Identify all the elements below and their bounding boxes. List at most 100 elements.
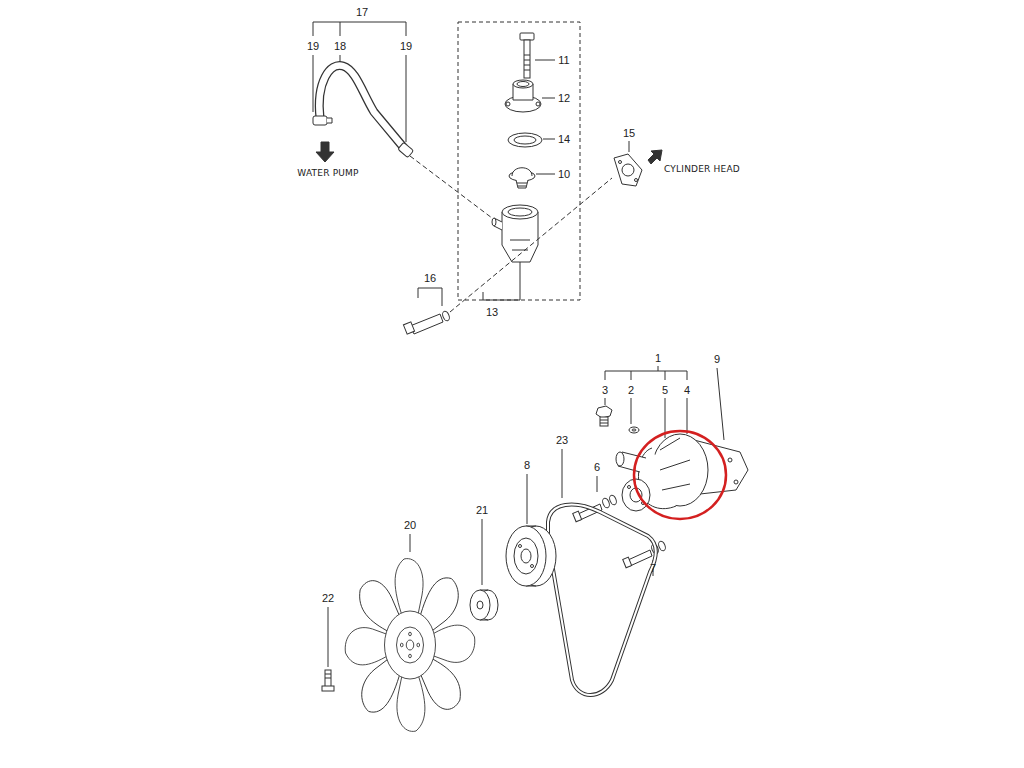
thermostat-housing	[492, 205, 538, 262]
thermostat-housing	[492, 218, 496, 226]
washer	[632, 429, 636, 431]
bolt	[623, 540, 667, 568]
cooling-fan	[395, 559, 423, 617]
leader-line	[313, 55, 629, 306]
thermostat-cover	[506, 102, 510, 106]
cooling-fan	[345, 628, 389, 665]
pulley	[531, 565, 534, 568]
callout-number: 19	[399, 40, 413, 53]
bolt	[325, 670, 331, 688]
thermostat-cover	[536, 102, 540, 106]
dashed-group-box	[458, 22, 580, 300]
gasket	[614, 154, 642, 186]
drawing-part	[313, 22, 748, 731]
callout-number: 5	[661, 384, 669, 397]
hose	[319, 65, 404, 148]
bolt	[524, 40, 530, 78]
washer	[629, 427, 639, 433]
bolt	[623, 557, 632, 568]
bolt	[573, 511, 582, 522]
thermostat	[512, 168, 532, 176]
callout-number: 15	[622, 127, 636, 140]
bolt	[403, 310, 450, 334]
callout-number: 2	[627, 384, 635, 397]
bolt	[322, 686, 334, 691]
v-belt	[548, 505, 656, 695]
callout-number: 11	[557, 54, 570, 67]
fan-spacer	[470, 590, 490, 620]
group-bracket	[605, 366, 687, 380]
leader-line	[328, 449, 653, 667]
gasket	[622, 164, 634, 176]
pulley	[521, 549, 531, 563]
pulley	[519, 545, 522, 548]
sensor	[596, 406, 612, 418]
group-bracket	[313, 22, 406, 36]
hose	[319, 65, 404, 148]
direction-caption: WATER PUMP	[296, 168, 359, 179]
thermostat-housing	[508, 208, 532, 216]
thermostat	[516, 180, 528, 188]
bolt	[608, 494, 617, 506]
group-bracket	[605, 366, 687, 380]
thermostat-cover	[505, 80, 541, 112]
gasket	[635, 179, 638, 182]
callout-number: 4	[683, 384, 691, 397]
gasket	[728, 458, 732, 462]
thermostat	[509, 168, 535, 188]
callout-number: 6	[593, 461, 601, 474]
bolt	[520, 33, 534, 40]
hose	[319, 65, 404, 148]
assembly-line	[410, 156, 492, 218]
bolt	[441, 310, 450, 322]
callout-number: 8	[523, 459, 531, 472]
callout-number: 20	[403, 519, 417, 532]
sensor	[596, 406, 612, 426]
leader-line	[605, 368, 724, 440]
callout-number: 10	[557, 168, 571, 181]
cooling-fan	[431, 625, 475, 662]
callout-number: 3	[601, 384, 609, 397]
v-belt	[548, 505, 656, 695]
sensor	[600, 420, 608, 423]
gasket	[514, 136, 536, 144]
thermostat-cover	[517, 82, 529, 87]
gasket	[508, 133, 542, 147]
pulley	[506, 526, 546, 586]
callout-number: 17	[355, 6, 369, 19]
water-pump	[616, 452, 624, 466]
callout-number: 23	[555, 434, 569, 447]
direction-caption: CYLINDER HEAD	[663, 164, 741, 175]
sensor	[600, 417, 608, 426]
callout-number: 18	[333, 40, 347, 53]
callout-number: 12	[557, 92, 571, 105]
bolt	[403, 322, 414, 334]
hose-clamp	[398, 142, 414, 157]
leader-line	[483, 262, 520, 300]
fan-spacer	[470, 590, 498, 620]
highlight-circle	[634, 431, 726, 519]
leader-line	[535, 60, 555, 174]
fan-spacer	[477, 601, 483, 609]
washer	[629, 427, 639, 433]
leader-line	[629, 141, 630, 152]
bolt	[520, 33, 534, 78]
bolt	[322, 670, 334, 691]
cooling-fan	[397, 627, 424, 663]
bolt	[628, 550, 652, 566]
cooling-fan	[400, 643, 403, 647]
bolt	[524, 55, 530, 70]
cooling-fan	[409, 654, 412, 658]
pulley	[506, 526, 556, 586]
cooling-fan	[345, 559, 475, 732]
water-pump	[628, 486, 631, 489]
callout-number: 16	[423, 272, 437, 285]
pulley	[514, 538, 538, 574]
callout-number: 22	[321, 592, 335, 605]
gasket	[508, 133, 542, 147]
hose-clamp	[313, 116, 327, 125]
thermostat-cover	[513, 80, 533, 88]
water-pump	[660, 438, 690, 490]
gasket	[614, 154, 642, 186]
